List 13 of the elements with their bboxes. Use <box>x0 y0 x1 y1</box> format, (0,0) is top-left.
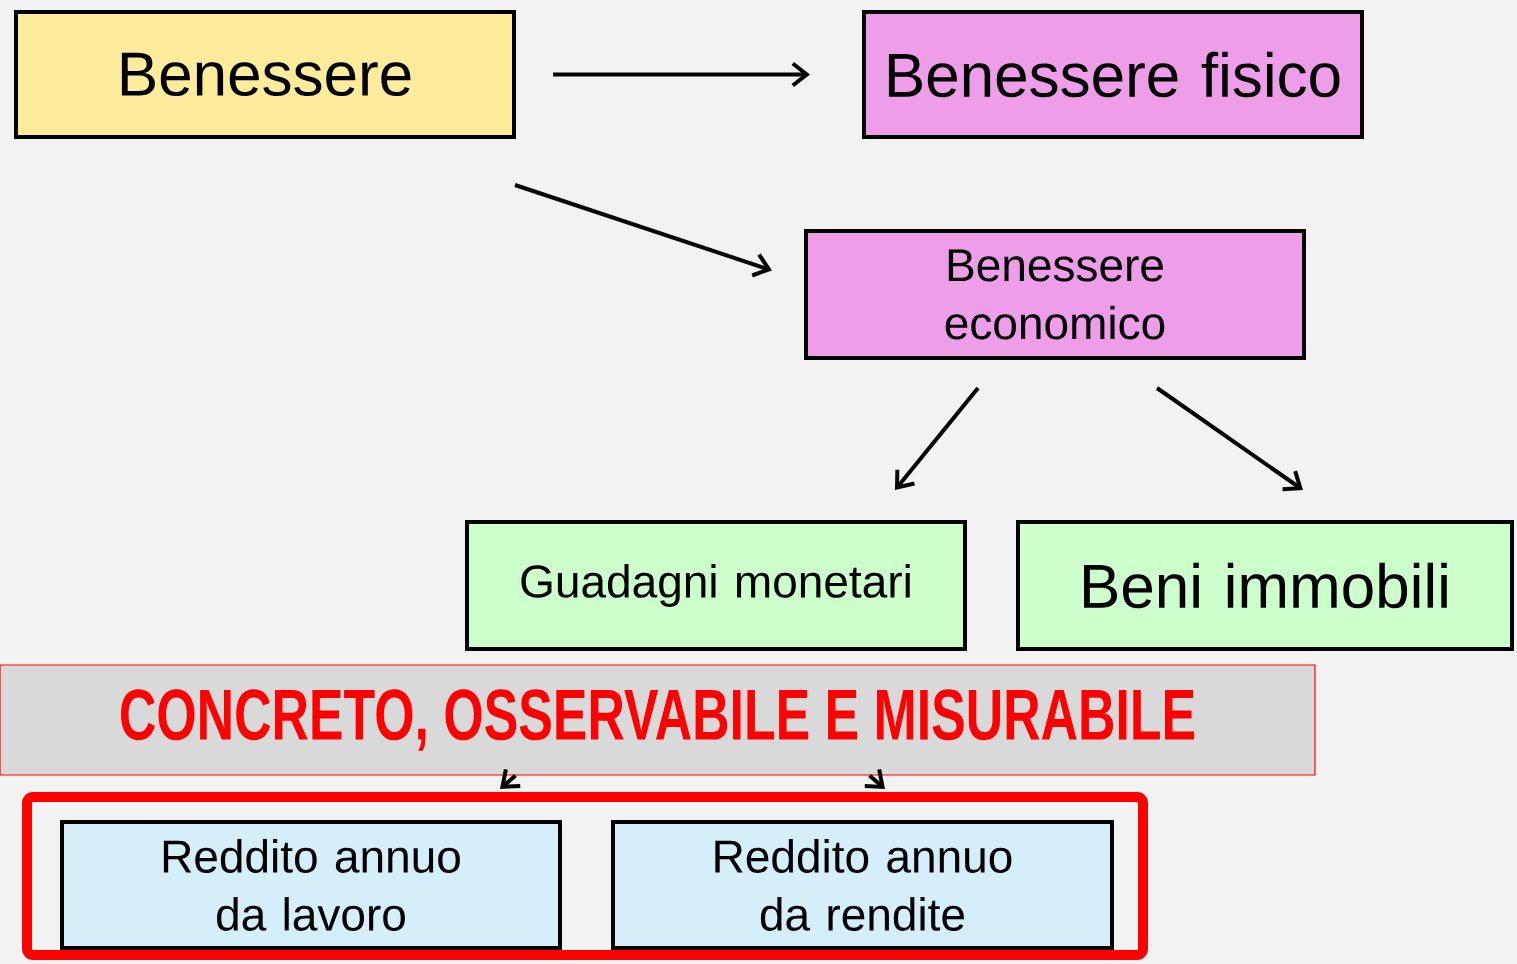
arrow <box>1155 386 1303 492</box>
concept-box: Reddito annuo da rendite <box>611 820 1114 950</box>
concept-box: Benessere economico <box>804 229 1306 360</box>
arrow <box>514 183 772 278</box>
banner: CONCRETO, OSSERVABILE E MISURABILE <box>0 664 1316 776</box>
arrow <box>553 61 810 88</box>
concept-box: Guadagni monetari <box>465 520 967 651</box>
concept-box: Beni immobili <box>1016 520 1514 651</box>
arrow <box>895 386 980 490</box>
concept-box: Benessere <box>14 10 516 139</box>
concept-box: Benessere fisico <box>862 10 1364 139</box>
group-frame <box>22 792 1148 960</box>
concept-box: Reddito annuo da lavoro <box>60 820 562 950</box>
